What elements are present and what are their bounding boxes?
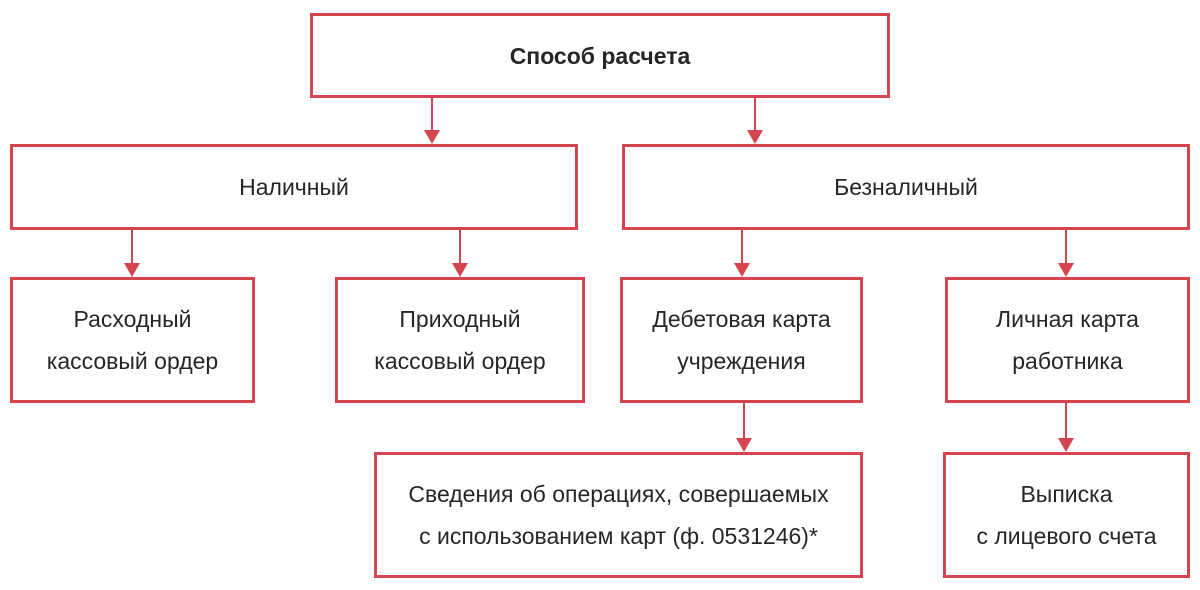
node-debit-card-line1: Дебетовая карта bbox=[652, 306, 831, 332]
node-root-label: Способ расчета bbox=[509, 42, 691, 69]
arrow-down-icon bbox=[124, 263, 140, 277]
arrow-down-icon bbox=[452, 263, 468, 277]
connector-cashless-debit-card bbox=[741, 230, 743, 265]
node-cashless-label: Безналичный bbox=[834, 174, 978, 200]
node-debit-card: Дебетовая карта учреждения bbox=[620, 277, 863, 403]
node-debit-card-line2: учреждения bbox=[677, 348, 806, 374]
node-expense-order-line1: Расходный bbox=[73, 306, 192, 332]
node-account-statement-line2: с лицевого счета bbox=[976, 523, 1157, 549]
arrow-down-icon bbox=[736, 438, 752, 452]
connector-cash-receipt-order bbox=[459, 230, 461, 265]
connector-cash-expense-order bbox=[131, 230, 133, 265]
node-cash-label: Наличный bbox=[239, 174, 349, 200]
node-account-statement-line1: Выписка bbox=[1020, 481, 1113, 507]
arrow-down-icon bbox=[424, 130, 440, 144]
node-receipt-order: Приходный кассовый ордер bbox=[335, 277, 585, 403]
connector-root-cashless bbox=[754, 98, 756, 132]
connector-debit-card-operations-info bbox=[743, 403, 745, 440]
node-card-operations-info: Сведения об операциях, совершаемых с исп… bbox=[374, 452, 863, 578]
arrow-down-icon bbox=[747, 130, 763, 144]
node-root: Способ расчета bbox=[310, 13, 890, 98]
connector-cashless-personal-card bbox=[1065, 230, 1067, 265]
connector-personal-card-account-statement bbox=[1065, 403, 1067, 440]
arrow-down-icon bbox=[734, 263, 750, 277]
arrow-down-icon bbox=[1058, 263, 1074, 277]
node-receipt-order-line1: Приходный bbox=[399, 306, 521, 332]
node-personal-card-line2: работника bbox=[1012, 348, 1123, 374]
node-card-operations-info-line1: Сведения об операциях, совершаемых bbox=[408, 481, 829, 507]
arrow-down-icon bbox=[1058, 438, 1074, 452]
node-personal-card: Личная карта работника bbox=[945, 277, 1190, 403]
connector-root-cash bbox=[431, 98, 433, 132]
node-cashless: Безналичный bbox=[622, 144, 1190, 230]
node-receipt-order-line2: кассовый ордер bbox=[374, 348, 546, 374]
node-account-statement: Выписка с лицевого счета bbox=[943, 452, 1190, 578]
node-personal-card-line1: Личная карта bbox=[996, 306, 1139, 332]
node-cash: Наличный bbox=[10, 144, 578, 230]
node-card-operations-info-line2: с использованием карт (ф. 0531246)* bbox=[419, 523, 818, 549]
node-expense-order: Расходный кассовый ордер bbox=[10, 277, 255, 403]
node-expense-order-line2: кассовый ордер bbox=[46, 348, 219, 374]
